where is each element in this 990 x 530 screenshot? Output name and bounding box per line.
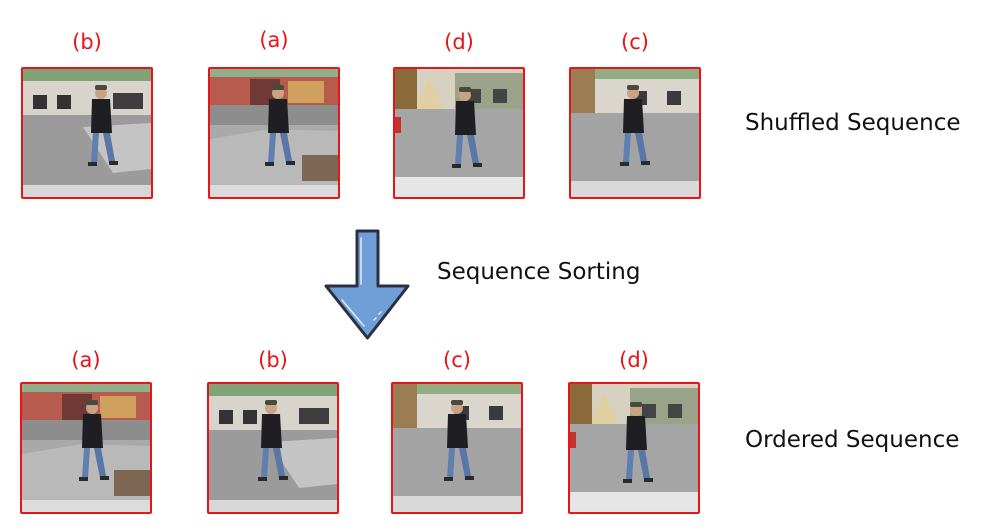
- sorting-caption: Sequence Sorting: [437, 259, 641, 285]
- pedestrian-frame-image: [395, 69, 523, 197]
- frame-label: (d): [619, 348, 649, 372]
- frame-label: (a): [259, 28, 289, 52]
- down-arrow-icon: [324, 229, 410, 340]
- pedestrian-frame-image: [23, 69, 151, 197]
- shuffled-caption: Shuffled Sequence: [745, 110, 961, 136]
- frame-label: (a): [71, 348, 101, 372]
- pedestrian-frame-image: [393, 384, 521, 512]
- frame-image: [208, 67, 340, 199]
- frame-image: [569, 67, 701, 199]
- pedestrian-frame-image: [571, 69, 699, 197]
- frame-label: (b): [258, 348, 288, 372]
- pedestrian-frame-image: [210, 69, 338, 197]
- frame-image: [391, 382, 523, 514]
- pedestrian-frame-image: [209, 384, 337, 512]
- pedestrian-frame-image: [22, 384, 150, 512]
- frame-image: [21, 67, 153, 199]
- frame-image: [20, 382, 152, 514]
- frame-label: (c): [621, 30, 649, 54]
- frame-label: (b): [72, 30, 102, 54]
- frame-image: [207, 382, 339, 514]
- frame-image: [393, 67, 525, 199]
- ordered-caption: Ordered Sequence: [745, 427, 960, 453]
- frame-label: (d): [444, 30, 474, 54]
- pedestrian-frame-image: [570, 384, 698, 512]
- frame-label: (c): [443, 348, 471, 372]
- frame-image: [568, 382, 700, 514]
